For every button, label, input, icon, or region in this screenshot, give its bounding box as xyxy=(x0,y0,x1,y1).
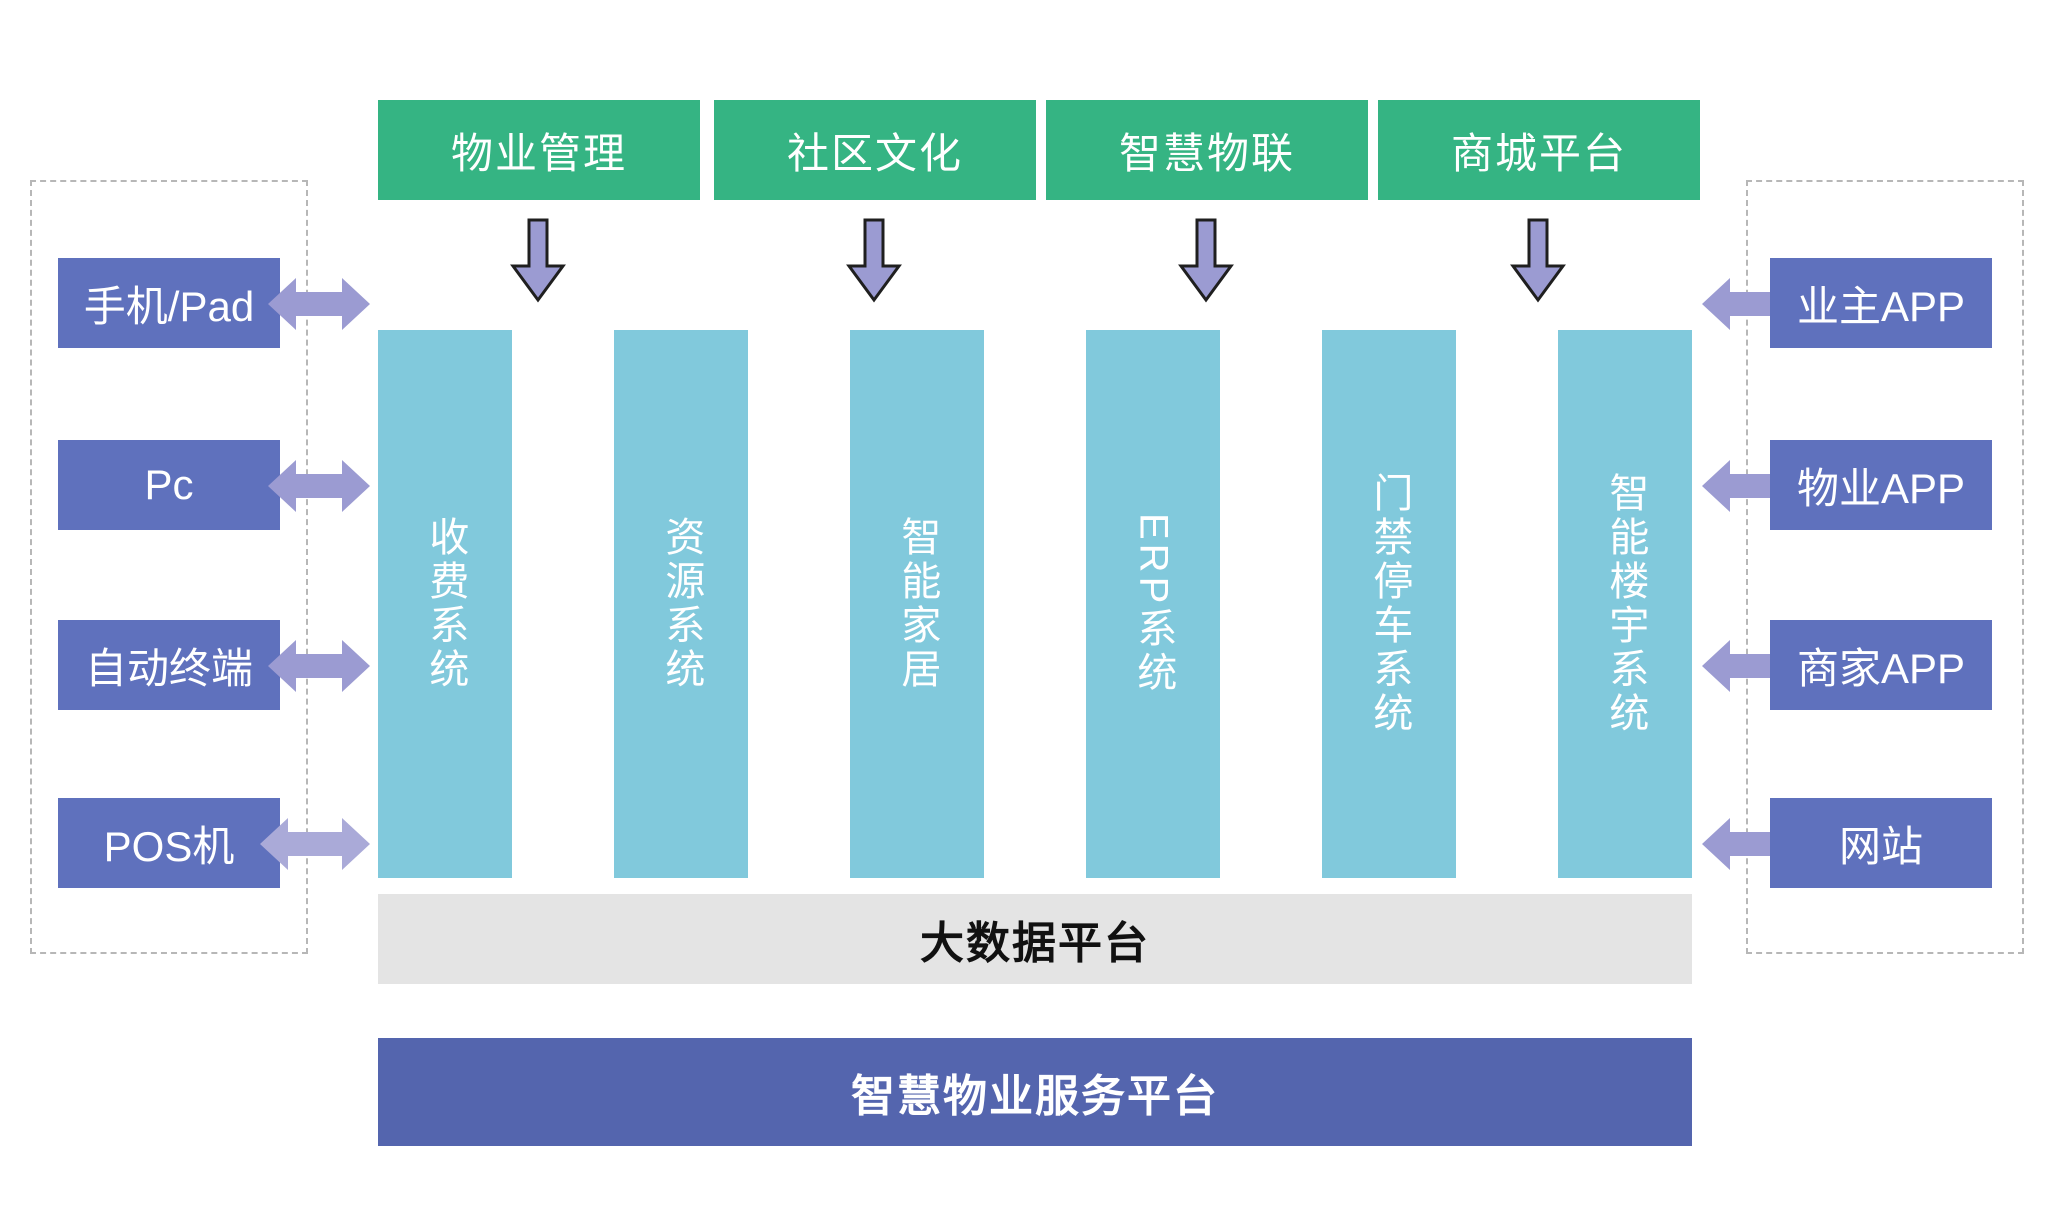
channel-label: 智慧物联 xyxy=(1118,129,1295,177)
left-terminal-group-border xyxy=(30,180,308,954)
app-label: 业主APP xyxy=(1796,282,1966,330)
system-column-smart-home[interactable]: 智能家居 xyxy=(850,330,984,878)
device-label: 手机/Pad xyxy=(83,282,255,330)
channel-label: 物业管理 xyxy=(450,129,627,177)
right-channel-group-border xyxy=(1746,180,2024,954)
system-label: 资源系统 xyxy=(659,516,704,692)
arrow-down-icon-4 xyxy=(1510,218,1566,304)
system-label: 智能楼宇系统 xyxy=(1603,472,1648,736)
device-label: Pc xyxy=(144,461,194,508)
app-box-property[interactable]: 物业APP xyxy=(1770,440,1992,530)
app-box-owner[interactable]: 业主APP xyxy=(1770,258,1992,348)
channel-box-smart-iot[interactable]: 智慧物联 xyxy=(1046,100,1368,200)
device-label: POS机 xyxy=(103,822,235,870)
system-label: 智能家居 xyxy=(895,516,940,692)
app-box-website[interactable]: 网站 xyxy=(1770,798,1992,888)
arrow-left-right-icon-l3 xyxy=(266,634,372,698)
big-data-platform-label: 大数据平台 xyxy=(920,919,1150,968)
arrow-down-icon-3 xyxy=(1178,218,1234,304)
device-box-phone-pad[interactable]: 手机/Pad xyxy=(58,258,280,348)
channel-box-mall-platform[interactable]: 商城平台 xyxy=(1378,100,1700,200)
channel-box-community-culture[interactable]: 社区文化 xyxy=(714,100,1036,200)
app-label: 商家APP xyxy=(1796,644,1966,692)
app-label: 物业APP xyxy=(1796,464,1966,512)
channel-box-property-management[interactable]: 物业管理 xyxy=(378,100,700,200)
arrow-left-right-icon-l2 xyxy=(266,454,372,518)
system-column-resource[interactable]: 资源系统 xyxy=(614,330,748,878)
system-label: 门禁停车系统 xyxy=(1367,472,1412,736)
app-label: 网站 xyxy=(1838,822,1923,870)
arrow-left-right-icon-l1 xyxy=(266,272,372,336)
arrow-left-right-icon-l4 xyxy=(258,812,372,876)
system-column-smart-building[interactable]: 智能楼宇系统 xyxy=(1558,330,1692,878)
system-column-access-parking[interactable]: 门禁停车系统 xyxy=(1322,330,1456,878)
app-box-merchant[interactable]: 商家APP xyxy=(1770,620,1992,710)
system-label: 收费系统 xyxy=(423,516,468,692)
service-platform-label: 智慧物业服务平台 xyxy=(851,1072,1219,1121)
system-label: ERP系统 xyxy=(1131,512,1176,696)
device-box-pc[interactable]: Pc xyxy=(58,440,280,530)
device-box-auto-terminal[interactable]: 自动终端 xyxy=(58,620,280,710)
arrow-down-icon-1 xyxy=(510,218,566,304)
device-box-pos[interactable]: POS机 xyxy=(58,798,280,888)
channel-label: 社区文化 xyxy=(786,129,963,177)
big-data-platform-bar: 大数据平台 xyxy=(378,894,1692,984)
channel-label: 商城平台 xyxy=(1450,129,1627,177)
arrow-down-icon-2 xyxy=(846,218,902,304)
system-column-billing[interactable]: 收费系统 xyxy=(378,330,512,878)
system-column-erp[interactable]: ERP系统 xyxy=(1086,330,1220,878)
device-label: 自动终端 xyxy=(84,644,253,692)
service-platform-bar: 智慧物业服务平台 xyxy=(378,1038,1692,1146)
